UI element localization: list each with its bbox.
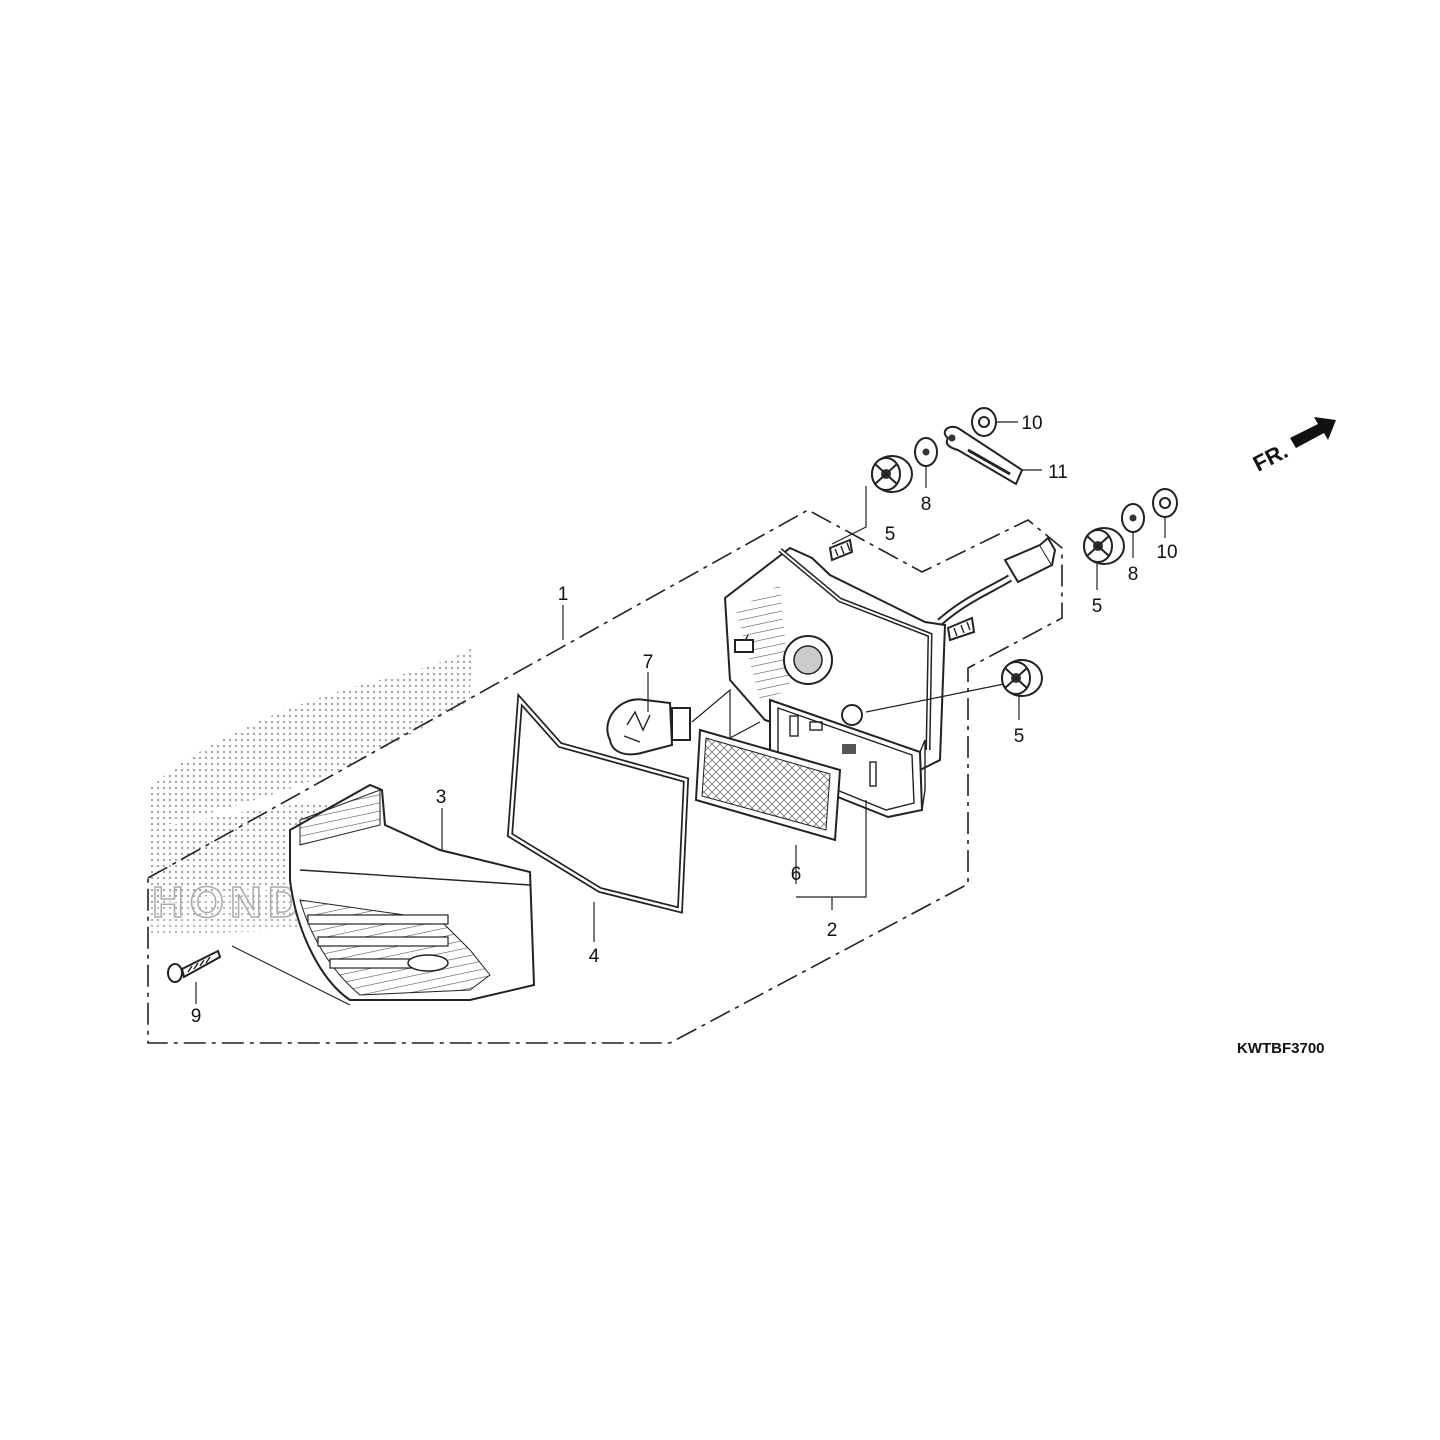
bulb[interactable] (606, 698, 691, 756)
washer-upper[interactable] (914, 437, 938, 467)
callout-1: 1 (558, 584, 569, 605)
callout-9: 9 (191, 1006, 202, 1027)
callout-3: 3 (436, 787, 447, 808)
diagram-code: KWTBF3700 (1237, 1040, 1325, 1057)
callout-2: 2 (827, 920, 838, 941)
flange-nut-right[interactable] (1152, 488, 1178, 518)
grommet-right[interactable] (1083, 527, 1125, 565)
callout-10-upper: 10 (1021, 413, 1042, 434)
wire-harness (937, 536, 1057, 626)
callout-8-upper: 8 (921, 494, 932, 515)
callout-5-lower: 5 (1014, 726, 1025, 747)
callout-11: 11 (1048, 462, 1068, 483)
front-direction-indicator: FR. (1249, 417, 1336, 476)
callout-8-right: 8 (1128, 564, 1139, 585)
grommet-lower[interactable] (1001, 659, 1043, 697)
flange-nut-upper[interactable] (971, 407, 997, 437)
ground-terminal[interactable] (943, 426, 1024, 486)
callout-7: 7 (643, 652, 654, 673)
lens-gasket[interactable] (506, 692, 690, 914)
front-label: FR. (1249, 438, 1292, 476)
screw-leader-line (231, 945, 351, 1006)
callout-10-right: 10 (1156, 542, 1177, 563)
callout-5-upper: 5 (885, 524, 896, 545)
grommet-upper[interactable] (871, 455, 913, 493)
taillight-lens[interactable] (289, 783, 536, 1001)
washer-right[interactable] (1121, 503, 1145, 533)
tapping-screw[interactable] (167, 949, 222, 983)
bulb-leader-line (691, 688, 761, 739)
license-light-lens[interactable] (694, 728, 842, 842)
leader-lines (195, 421, 1166, 1004)
callout-6: 6 (791, 864, 802, 885)
assembly-outline (147, 509, 1063, 1044)
callout-5-right: 5 (1092, 596, 1103, 617)
callout-4: 4 (589, 946, 600, 967)
front-arrow-icon (1290, 417, 1336, 448)
grommet-lower-leader (865, 683, 1005, 713)
